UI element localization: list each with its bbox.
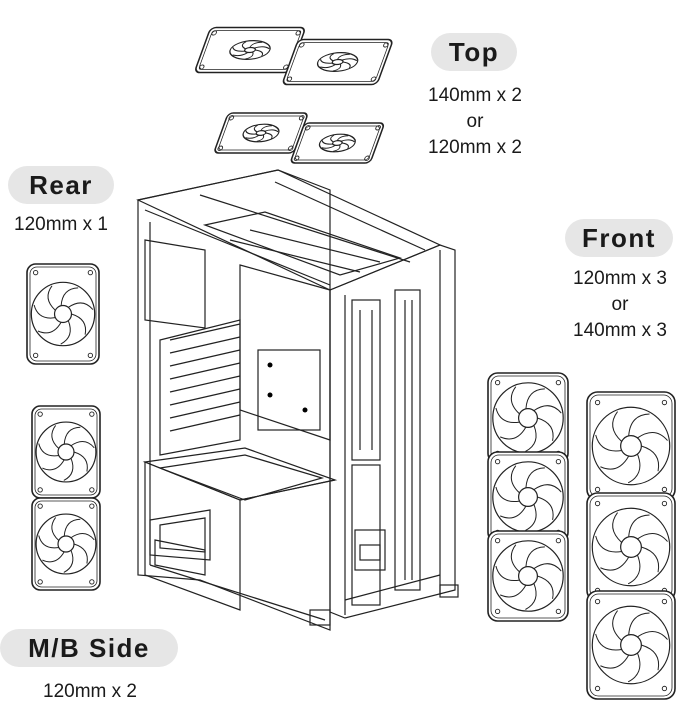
mb-side-spec: 120mm x 2 [15,679,165,705]
front-fan-140-2 [586,492,676,602]
top-fans-120-group [214,112,385,164]
front-spec-line-1: 120mm x 3 [573,268,667,289]
front-fans-140-group [586,391,676,700]
rear-fan-120 [26,263,100,365]
front-fans-120-group [487,372,569,622]
top-fan-140-2 [282,38,393,86]
rear-spec-line-1: 120mm x 1 [14,214,108,235]
mb-side-spec-line-1: 120mm x 2 [43,681,137,702]
top-spec-line-1: 140mm x 2 [428,85,522,106]
top-spec-line-3: 120mm x 2 [428,137,522,158]
case-rear-panel [137,169,331,631]
rear-spec: 120mm x 1 [0,212,122,238]
expansion-slots [159,319,241,456]
front-fan-140-1 [586,391,676,501]
front-spec-line-2: or [611,294,629,315]
top-fan-120-2 [290,122,385,164]
top-spec-line-2: or [466,111,484,132]
mb-side-fan-1 [31,405,101,499]
front-spec: 120mm x 3 or 140mm x 3 [545,266,678,344]
front-fan-120-1 [487,372,569,464]
front-title: Front [565,219,673,257]
mb-side-title: M/B Side [0,629,178,667]
front-fan-140-3 [586,590,676,700]
top-fans-140-group [195,26,393,86]
top-fan-120-1 [214,112,308,154]
mb-side-fans-group [31,405,101,591]
top-spec: 140mm x 2 or 120mm x 2 [400,83,550,161]
fan-layer [26,26,676,700]
case-front-face [329,244,456,619]
top-title: Top [431,33,517,71]
front-fan-120-2 [487,451,569,543]
pc-case [136,169,459,631]
front-spec-line-3: 140mm x 3 [573,320,667,341]
front-fan-120-3 [487,530,569,622]
mb-side-fan-2 [31,497,101,591]
rear-title: Rear [8,166,114,204]
